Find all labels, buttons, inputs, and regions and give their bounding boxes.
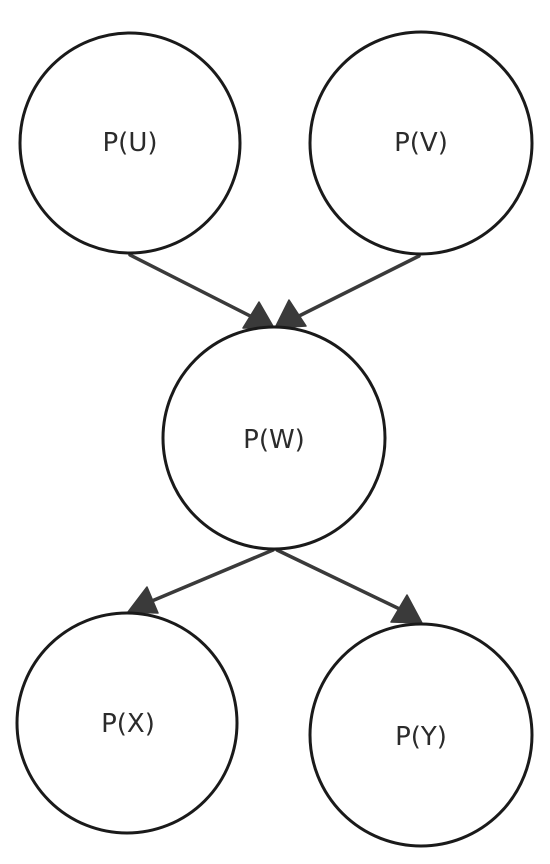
edge-v-to-w: [274, 254, 421, 329]
edge-w-to-x: [127, 548, 275, 614]
node-u: P(U): [18, 31, 242, 255]
node-u-circle: [18, 31, 242, 255]
node-u-label: P(U): [103, 128, 158, 158]
edge-line: [128, 253, 264, 324]
node-y-circle: [308, 622, 534, 848]
node-y: P(Y): [308, 622, 534, 848]
edge-line: [285, 254, 421, 324]
arrow-head: [390, 594, 423, 624]
node-x-circle: [15, 611, 239, 835]
node-x-label: P(X): [101, 709, 155, 739]
node-v-circle: [308, 30, 534, 256]
arrow-head: [127, 586, 159, 614]
node-w: P(W): [161, 325, 387, 551]
node-x: P(X): [15, 611, 239, 835]
edge-u-to-w: [128, 253, 275, 329]
edge-line: [275, 548, 412, 616]
edge-w-to-y: [275, 548, 423, 624]
node-v-label: P(V): [394, 128, 448, 158]
node-w-label: P(W): [243, 425, 305, 455]
node-v: P(V): [308, 30, 534, 256]
node-y-label: P(Y): [395, 722, 447, 752]
edges: [127, 253, 423, 624]
node-w-circle: [161, 325, 387, 551]
edge-line: [138, 548, 275, 608]
